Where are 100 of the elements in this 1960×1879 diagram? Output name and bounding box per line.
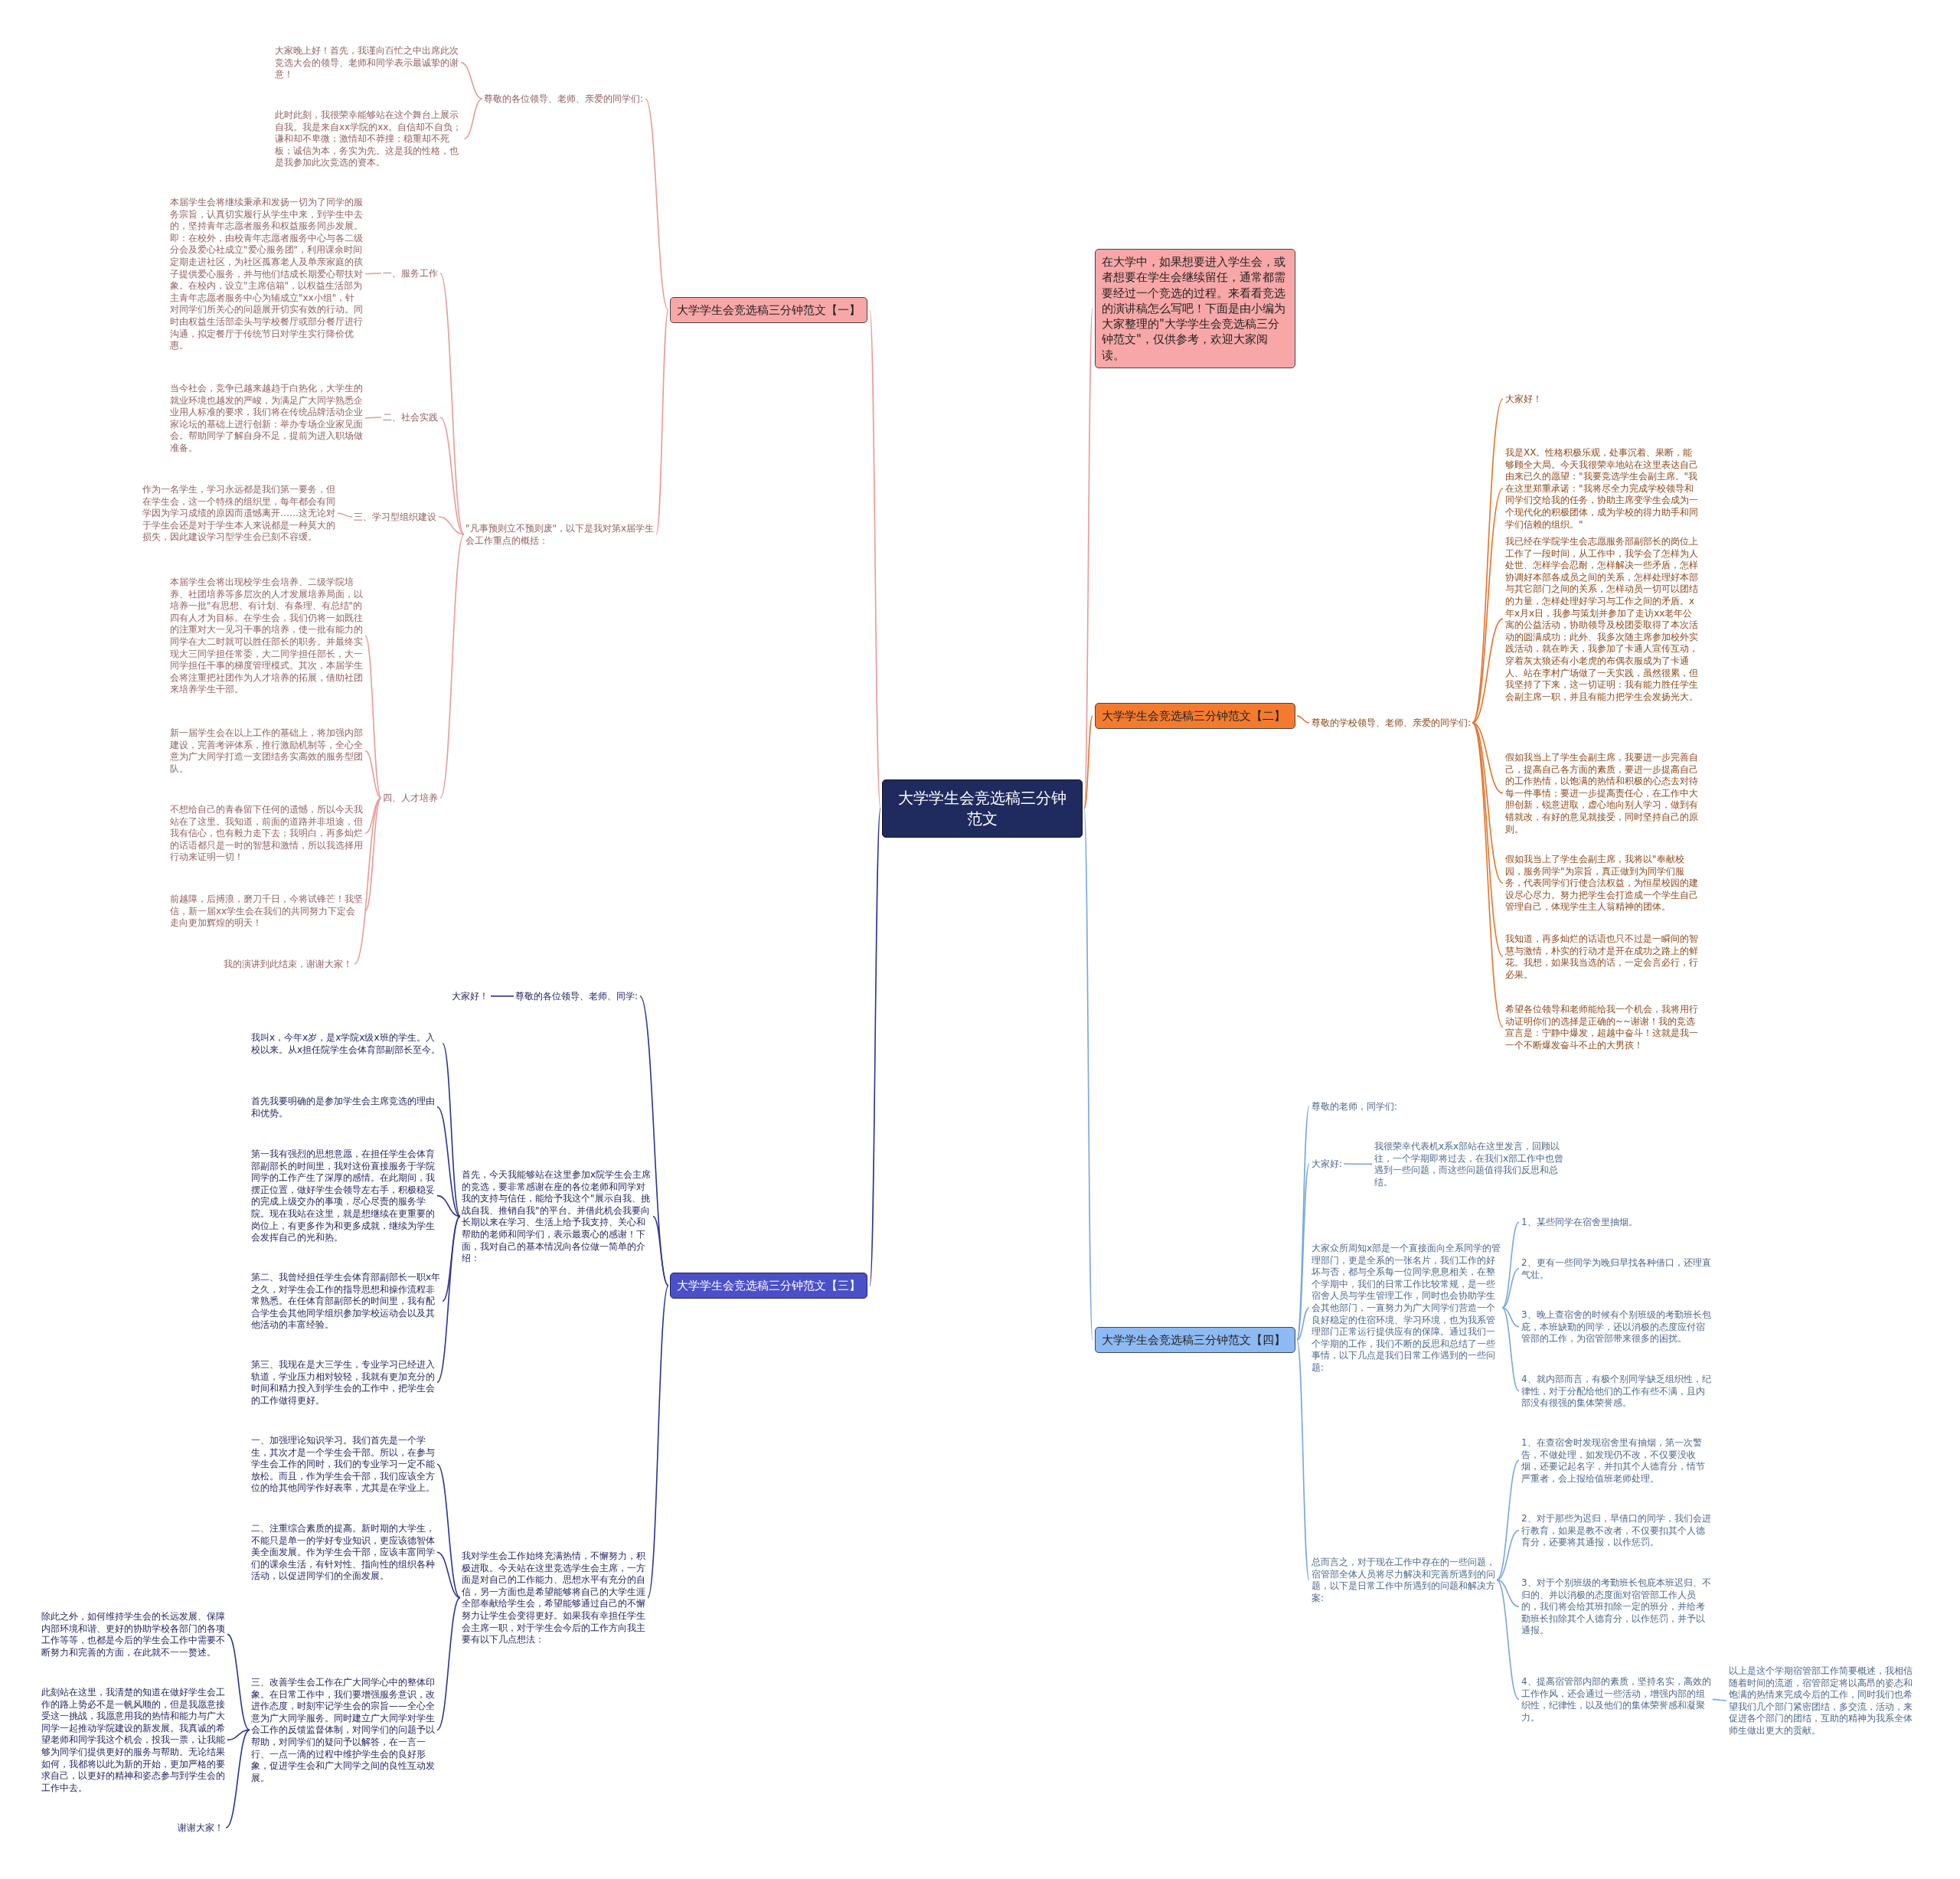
topic-text: 首先，今天我能够站在这里参加x院学生会主席的竞选，要非常感谢在座的各位老师和同学对我的支持与信任，能给予我这个"展示自我、挑战自我、推销自我"的平台。并借此机会我要向长期以来在学习、生活上给予我支持、关心和帮助的老师和同学们，表示最衷心的感谢！下面，我对自己的基本情况向各位做一简单的介绍： <box>462 1169 652 1265</box>
topic-text: 假如我当上了学生会副主席，我要进一步完善自己，提高自己各方面的素质，要进一步提高自己的工作热情，以饱满的热情和积极的心态去对待每一件事情；要进一步提高责任心，在工作中大胆创新，锐意进取，虚心地向别人学习，做到有错就改，有好的意见就接受，同时坚持自己的原则。 <box>1505 752 1699 836</box>
branch-topic-box: 大学学生会竞选稿三分钟范文【一】 <box>670 297 867 324</box>
topic-text: 此刻站在这里，我清楚的知道在做好学生会工作的路上势必不是一帆风顺的，但是我愿意接受这一挑战，我愿意用我的热情和能力与广大同学一起推动学院建设的新发展。我真诚的希望老师和同学我这个机会，投我一票，让我能够为同学们提供更好的服务与帮助。无论结果如何，我都将以此为新的开始，更加严格的要求自己，以更好的精神和姿态参与到学生会的工作中去。 <box>41 1687 226 1795</box>
topic-text: 二、注重综合素质的提高。新时期的大学生，不能只是单一的学好专业知识，更应该德智体美全面发展。作为学生会干部，应该丰富同学们的课余生活，有针对性、指向性的组织各种活动，以促进同学们的全面发展。 <box>251 1523 436 1583</box>
connector-line <box>438 516 465 535</box>
topic-text: 2、更有一些同学为晚归早找各种借口，还理直气壮。 <box>1521 1257 1712 1282</box>
connector-line <box>1472 722 1504 884</box>
topic-text: 4、提高宿管部内部的素质，坚持名实，高效的工作作风，还会通过一些活动，增强内部的组织性，纪律性，以及他们的集体荣誉感和凝聚力。 <box>1521 1676 1712 1724</box>
intro-box: 在大学中，如果想要进入学生会，或者想要在学生会继续留任，通常都需要经过一个竞选的过程。来看看竞选的演讲稿怎么写吧！下面是由小编为大家整理的"大学学生会竞选稿三分钟范文"，仅供参考，欢迎大家阅读。 <box>1095 249 1295 368</box>
connector-line <box>337 512 353 518</box>
connector-line <box>869 309 881 809</box>
connector-line <box>364 797 382 834</box>
connector-line <box>227 1729 250 1741</box>
topic-text: 首先我要明确的是参加学生会主席竞选的理由和优势。 <box>251 1096 436 1120</box>
connector-line <box>436 1596 461 1731</box>
topic-text: 新一届学生会在以上工作的基础上，将加强内部建设，完善考评体系，推行激励机制等，全心全意为广大同学打造一支团结务实高效的服务型团队。 <box>170 727 363 776</box>
connector-line <box>364 273 382 275</box>
connector-line <box>490 995 514 997</box>
topic-text: 我是XX。性格积极乐观，处事沉着、果断，能够顾全大局。今天我很荣幸地站在这里表达自己由来已久的愿望："我要竞选学生会副主席。"我在这里郑重承诺："我将尽全力完成学校领导和同学们交给我的任务，协助主席变学生会成为一个现代化的积极团体，成为学校的得力助手和同学们信赖的组织。" <box>1505 447 1699 531</box>
connector-line <box>463 98 483 139</box>
topic-text: 前越障，后搏浪，磨刀千日，今将试锋芒！我坚信，新一届xx学生会在我们的共同努力下定会走向更加辉煌的明天！ <box>170 894 363 930</box>
topic-text: 三、改善学生会工作在广大同学心中的整体印象。在日常工作中，我们要增强服务意识，改进作态度，时刻牢记学生会的宗旨——全心全意为广大同学服务。同时建立广大同学对学生会工作的反馈监督体制，对同学们的问题予以帮助，对同学们的疑问予以解答，在一言一行、一点一滴的过程中维护学生会的良好形象，促进学生会和广大同学之间的良性互动发展。 <box>251 1677 436 1785</box>
connector-line <box>1496 1579 1520 1607</box>
topic-text: 尊敬的学校领导、老师、亲爱的同学们: <box>1312 717 1472 730</box>
connector-line <box>364 417 382 419</box>
connector-line <box>436 1215 461 1384</box>
topic-text: 4、就内部而言，有极个别同学缺乏组织性，纪律性，对于分配给他们的工作有些不满，且内部没有很强的集体荣誉感。 <box>1521 1374 1712 1410</box>
topic-text: 我已经在学院学生会志愿服务部副部长的岗位上工作了一段时间，从工作中，我学会了怎样为人处世、怎样学会忍耐，怎样解决一些矛盾，怎样协调好本部各成员之间的关系，怎样处理好本部与其它部门之间的关系，怎样动员一切可以团结的力量，怎样处理好学习与工作之间的矛盾。x年x月x日，我参与策划并参加了走访xx老年公寓的公益活动，协助领导及校团委取得了本次活动的圆满成功；此外、我多次随主席参加校外实践活动，就在昨天，我参加了卡通人宣传互动，穿着灰太狼还有小老虎的布偶衣服成为了卡通人、站在李村广场做了一天实践，虽然很累，但我坚持了下来，这一切证明：我有能力胜任学生会副主席一职，并且有能力把学生会发扬光大。 <box>1505 536 1699 704</box>
branch-topic-box: 大学学生会竞选稿三分钟范文【三】 <box>670 1273 867 1299</box>
topic-text: 第二、我曾经担任学生会体育部副部长一职x年之久，对学生会工作的指导思想和操作流程非常熟悉。在任体育部副部长的时间里，我有配合学生会其他同学组织参加学校运动会以及其他活动的丰富经验。 <box>251 1272 442 1332</box>
branch-topic-box: 大学学生会竞选稿三分钟范文【四】 <box>1095 1327 1295 1354</box>
topic-text: 三、学习型组织建设 <box>354 511 437 524</box>
topic-text: 尊敬的各位领导、老师、亲爱的同学们: <box>484 93 645 106</box>
topic-text: 不想给自己的青春留下任何的遗憾，所以今天我站在了这里。我知道，前面的道路并非坦途，但我有信心，也有毅力走下去；我明白，再多灿烂的话语都只是一时的智慧和激情，所以我选择用行动来证明一切！ <box>170 804 363 864</box>
topic-text: 希望各位领导和老师能给我一个机会，我将用行动证明你们的选择是正确的~~谢谢！我的竞选宣言是：宁静中爆发，超越中奋斗！这就是我一一个不断爆发奋斗不止的大男孩！ <box>1505 1004 1699 1052</box>
connector-line <box>1501 1307 1520 1328</box>
connector-line <box>1296 1307 1310 1341</box>
connector-line <box>442 1043 461 1217</box>
topic-text: 大家众所周知x部是一个直接面向全系同学的管理部门，更是全系的一张名片，我们工作的好坏与否，都与全系每一位同学息息相关，在整个学期中，我们的日常工作比较常规，是一些宿舍人员与学生管理工作，同时也会协助学生会其他部门，一直努力为广大同学们营造一个良好稳定的住宿环境、学习环境，也为我系管理部门正常运行提供应有的保障。通过我们一个学期的工作，我们不断的反思和总结了一些事情，以下几点是我们日常工作遇到的一些问题: <box>1312 1243 1502 1374</box>
connector-line <box>1472 722 1504 794</box>
connector-line <box>227 1633 250 1731</box>
connector-line <box>439 534 465 799</box>
topic-text: 我叫x，今年x岁，是x学院x级x班的学生。入校以来。从x担任院学生会体育部副部长至今。 <box>251 1032 442 1057</box>
connector-line <box>1343 1163 1373 1165</box>
topic-text: 大家好！ <box>1505 394 1543 406</box>
topic-text: 大家好: <box>1312 1158 1344 1171</box>
topic-text: 当今社会，竞争已越来越趋于白热化，大学生的就业环境也越发的严峻，为满足广大同学熟悉企业用人标准的要求，我们将在传统品牌活动企业家论坛的基础上进行创新：举办专场企业家见面会。帮助同学了解自身不足，提前为进入职场做准备。 <box>170 383 363 455</box>
connector-line <box>1472 488 1504 724</box>
connector-line <box>652 1215 669 1286</box>
connector-line <box>1296 1106 1310 1341</box>
topic-text: 大家好！ <box>452 991 489 1003</box>
connector-line <box>647 1285 669 1599</box>
connector-line <box>364 750 382 799</box>
connector-line <box>1296 1163 1310 1341</box>
connector-line <box>1501 1221 1520 1309</box>
topic-text: 二、社会实践 <box>383 412 439 424</box>
topic-text: 我对学生会工作始终充满热情，不懈努力，积极进取。今天站在这里竞选学生会主席，一方面是对自己的工作能力、思想水平有充分的自信，另一方面也是希望能够将自己的大学生涯全部奉献给学生会，希望能够通过自己的不懈努力让学生会变得更好。如果我有幸担任学生会主席一职，对于学生会今后的工作方向我主要有以下几点想法： <box>462 1551 646 1646</box>
connector-line <box>460 61 483 100</box>
branch-topic-box: 大学学生会竞选稿三分钟范文【二】 <box>1095 703 1295 730</box>
topic-text: "凡事预则立不预则废"，以下是我对第x届学生会工作重点的概括： <box>466 523 655 547</box>
topic-text: 以上是这个学期宿管部工作简要概述，我相信随着时间的流逝，宿管部定将以高昂的姿态和饱满的热情来完成今后的工作，同时我们也希望我们几个部门紧密团结，多交流，活动，来促进各个部门的团结，互助的精神为我系全体师生做出更大的贡献。 <box>1729 1665 1913 1737</box>
connector-line <box>1501 1268 1520 1309</box>
connector-line <box>1296 1339 1310 1581</box>
topic-text: 第三、我现在是大三学生，专业学习已经进入轨道，学业压力相对较轻，我就有更加充分的时间和精力投入到学生会的工作中，把学生会的工作做得更好。 <box>251 1359 436 1407</box>
topic-text: 我很荣幸代表机x系x部站在这里发言，回顾以往，一个学期即将过去，在我们x部工作中也曾遇到一些问题，而这些问题值得我们反思和总结。 <box>1374 1141 1564 1189</box>
connector-line <box>436 1463 461 1599</box>
topic-text: 本届学生会将继续秉承和发扬一切为了同学的服务宗旨，认真切实履行从学生中来，到学生中去的，坚持青年志愿者服务和权益服务同步发展。即：在校外，由校青年志愿者服务中心与各二级分会及爱心社成立"爱心服务团"，利用课余时间定期走进社区，为社区孤寡老人及单亲家庭的孩子提供爱心服务，并与他们结成长期爱心帮扶对象。在校内，设立"主席信箱"，以权益生活部为主青年志愿者服务中心为辅成立"xx小组"，针对同学们所关心的问题展开切实有效的行动。同时由权益生活部牵头与学校餐厅或部分餐厅进行沟通，拟定餐厅于传统节日对学生实行降价优惠。 <box>170 197 363 352</box>
topic-text: 3、晚上查宿舍的时候有个别班级的考勤班长包庇，本班缺勤的同学，还以消极的态度应付宿管部的工作，为宿管部带来很多的困扰。 <box>1521 1309 1712 1345</box>
connector-line <box>364 635 382 799</box>
topic-text: 作为一名学生，学习永远都是我们第一要务，但在学生会，这一个特殊的组织里，每年都会有同学因为学习成绩的原因而遗憾离开……这无论对于学生会还是对于学生本人来说都是一种莫大的损失，因此建设学习型学生会已刻不容缓。 <box>142 484 335 544</box>
topic-text: 本届学生会将出现校学生会培养、二级学院培养、社团培养等多层次的人才发展培养局面，以培养一批"有思想、有计划、有条理、有总结"的四有人才为目标。在学生会，我们仍将一如既往的注重对大一见习干事的培养，使一批有能力的同学在大二时就可以胜任部长的职务。并最终实现大三同学担任常委，大二同学担任部长，大一同学担任干事的梯度管理模式。其次，本届学生会将注重把社团作为人才培养的拓展，借助社团来培养学生干部。 <box>170 577 363 696</box>
topic-text: 一、服务工作 <box>383 268 439 280</box>
connector-line <box>1496 1529 1520 1581</box>
topic-text: 1、在查宿舍时发现宿舍里有抽烟，第一次警告，不做处理，如发现仍不改，不仅要没收烟，还要记起名字，并扣其个人德育分，情节严重者，会上报给值班老师处理。 <box>1521 1437 1706 1485</box>
topic-text: 一、加强理论知识学习。我们首先是一个学生，其次才是一个学生会干部。所以，在参与学生会工作的同时，我们的专业学习一定不能放松。而且，作为学生会干部，我们应该全方位的给其他同学作好表率，尤其是在学业上。 <box>251 1435 436 1495</box>
topic-text: 尊敬的各位领导、老师、同学: <box>515 991 639 1003</box>
connector-line <box>1472 618 1504 724</box>
connector-line <box>225 1729 250 1828</box>
topic-text: 此时此刻，我很荣幸能够站在这个舞台上展示自我。我是来自xx学院的xx。自信却不自负；谦和却不卑微；激情却不莽撞；稳重却不死板；诚信为本，务实为先。这是我的性格，也是我参加此次竞选的资本。 <box>275 109 463 169</box>
topic-text: 大家晚上好！首先，我谨向百忙之中出席此次竞选大会的领导、老师和同学表示最诚挚的谢意！ <box>275 45 459 81</box>
connector-line <box>436 1194 461 1217</box>
connector-line <box>869 808 881 1286</box>
topic-text: 3、对于个别班级的考勤班长包庇本班迟归、不归的、并以消极的态度面对宿管部工作人员的，我们将会给其班扣除一定的班分，并给考勤班长扣除其个人德育分，以作惩罚，并予以通报。 <box>1521 1577 1712 1637</box>
connector-line <box>1083 715 1093 809</box>
connector-line <box>442 1215 461 1302</box>
central-topic-box: 大学学生会竞选稿三分钟范文 <box>882 779 1083 838</box>
connector-line <box>1496 1579 1520 1701</box>
topic-text: 尊敬的老师，同学们: <box>1312 1101 1399 1113</box>
connector-line <box>439 273 465 535</box>
connector-line <box>354 797 382 965</box>
connector-line <box>1083 808 1093 1341</box>
connector-line <box>1296 715 1310 724</box>
topic-text: 2、对于那些为迟归，早借口的同学，我们会进行教育，如果是教不改者，不仅要扣其个人德育分，还要将其通报，以作惩罚。 <box>1521 1513 1712 1549</box>
topic-text: 四、人才培养 <box>383 792 439 805</box>
topic-text: 假如我当上了学生会副主席，我将以"奉献校园，服务同学"为宗旨，真正做到为同学们服务，代表同学们行使合法权益，为恒星校园的建设尽心尽力。努力把学生会打造成一个学生自己管理自己，体现学生主人翁精神的团体。 <box>1505 854 1699 913</box>
connector-line <box>1083 308 1093 809</box>
topic-text: 1、某些同学在宿舍里抽烟。 <box>1521 1217 1638 1229</box>
topic-text: 我的演讲到此结束，谢谢大家！ <box>224 959 353 971</box>
connector-line <box>1496 1459 1520 1581</box>
